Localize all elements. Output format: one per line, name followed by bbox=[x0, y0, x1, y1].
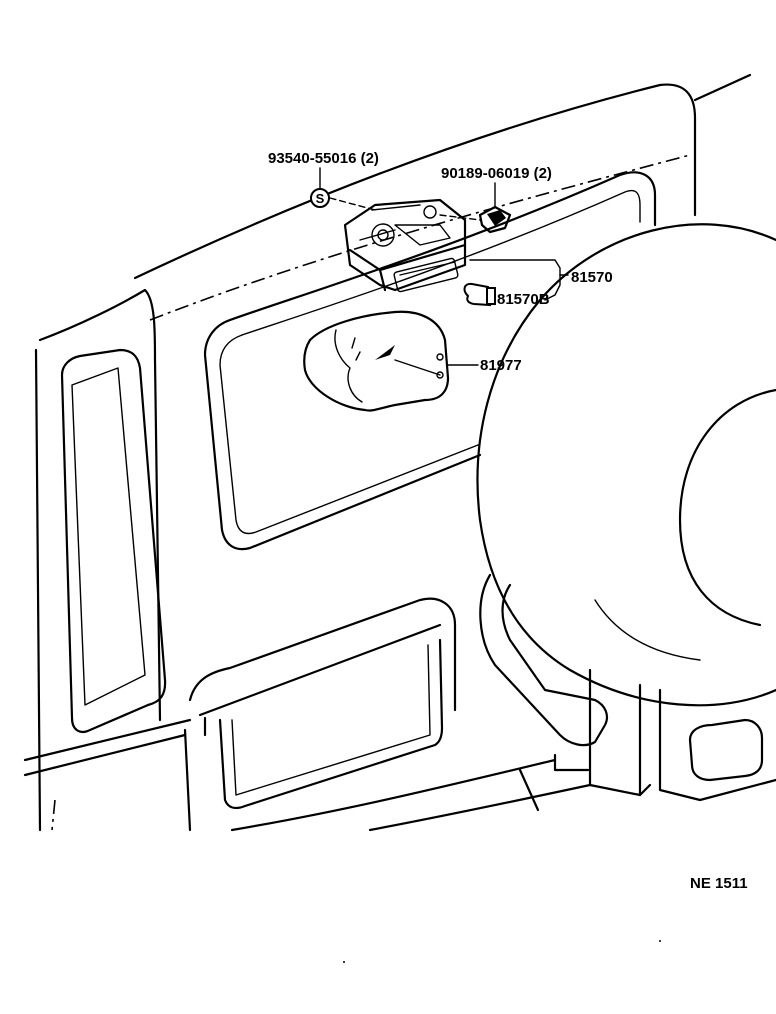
clip-part bbox=[478, 205, 512, 234]
label-cover: 81977 bbox=[480, 357, 522, 374]
side-window bbox=[60, 348, 167, 734]
diagram-code: NE 1511 bbox=[690, 875, 748, 892]
label-clip: 90189-06019 (2) bbox=[441, 165, 552, 182]
spare-tire bbox=[476, 223, 776, 707]
screw-symbol: S bbox=[310, 188, 330, 208]
speck bbox=[659, 940, 661, 942]
rear-handle-panel bbox=[188, 597, 457, 810]
screw-symbol-letter: S bbox=[316, 191, 325, 206]
label-bulb: 81570B bbox=[497, 291, 550, 308]
label-lamp-assy: 81570 bbox=[571, 269, 613, 286]
rear-window bbox=[203, 171, 657, 551]
part-labels: 93540-55016 (2) 90189-06019 (2) 81570 81… bbox=[268, 150, 748, 892]
label-screw: 93540-55016 (2) bbox=[268, 150, 379, 167]
bulb-part bbox=[463, 282, 496, 307]
high-mount-stop-lamp bbox=[343, 198, 467, 293]
leader-lines bbox=[319, 167, 569, 376]
speck bbox=[343, 961, 345, 963]
vehicle-body-outline bbox=[23, 73, 752, 832]
lamp-cover bbox=[303, 310, 450, 412]
tire-carrier bbox=[479, 573, 776, 802]
